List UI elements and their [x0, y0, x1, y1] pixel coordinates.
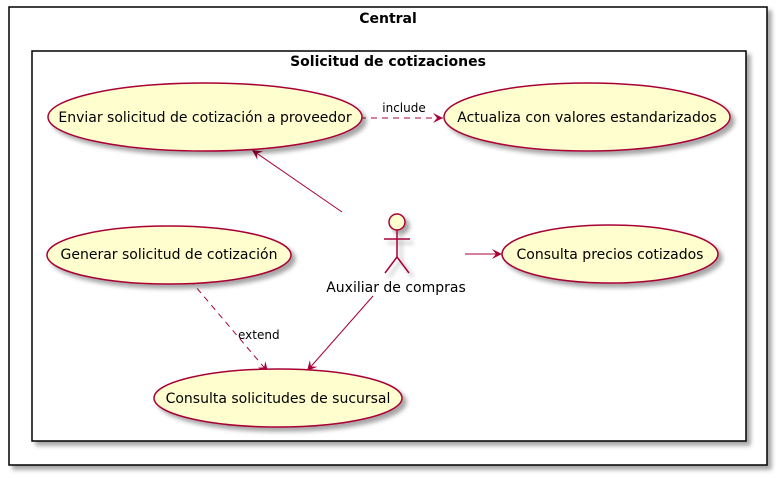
- use-case-generar[interactable]: Generar solicitud de cotización: [46, 225, 292, 285]
- extend-edge: [189, 279, 269, 373]
- use-case-consulta-solicitudes[interactable]: Consulta solicitudes de sucursal: [153, 368, 403, 428]
- edges: include extend: [189, 101, 502, 373]
- use-case-actualiza[interactable]: Actualiza con valores estandarizados: [443, 82, 731, 152]
- use-case-enviar-label: Enviar solicitud de cotización a proveed…: [58, 110, 351, 126]
- actor-auxiliar[interactable]: Auxiliar de compras: [326, 213, 466, 296]
- actor-figure-icon: [384, 213, 410, 274]
- use-case-consulta-solicitudes-label: Consulta solicitudes de sucursal: [166, 391, 391, 407]
- include-label: include: [382, 101, 425, 115]
- extend-label: extend: [238, 328, 280, 342]
- package-central-title: Central: [359, 11, 417, 27]
- use-case-enviar[interactable]: Enviar solicitud de cotización a proveed…: [47, 82, 363, 152]
- use-case-actualiza-label: Actualiza con valores estandarizados: [457, 110, 716, 126]
- use-case-generar-label: Generar solicitud de cotización: [61, 247, 278, 263]
- actor-to-enviar-edge: [251, 149, 343, 213]
- package-solicitud-title: Solicitud de cotizaciones: [290, 54, 486, 70]
- actor-label: Auxiliar de compras: [326, 280, 466, 296]
- actor-to-consulta-solicitudes-edge: [306, 295, 374, 372]
- use-case-consulta-precios[interactable]: Consulta precios cotizados: [501, 224, 719, 284]
- use-case-consulta-precios-label: Consulta precios cotizados: [517, 247, 704, 263]
